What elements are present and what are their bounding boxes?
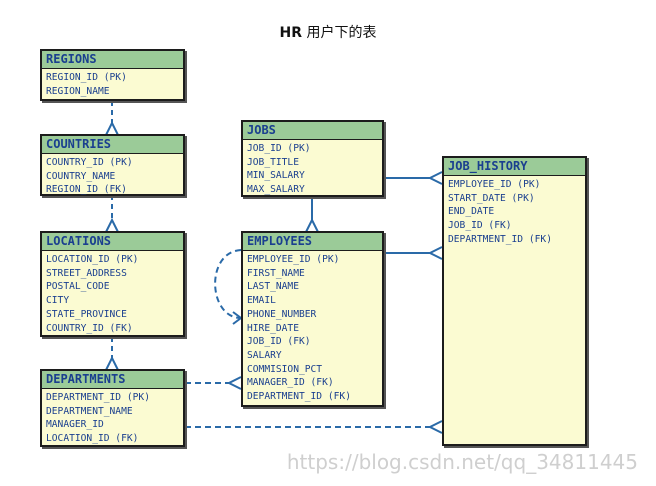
crowfoot-employees-job (305, 217, 319, 233)
table-header: JOBS (243, 122, 382, 140)
column: LOCATION_ID (PK) (46, 254, 139, 265)
table-regions: REGIONS REGION_ID (PK) REGION_NAME (40, 49, 185, 101)
column: HIRE_DATE (247, 322, 299, 334)
table-jobs: JOBS JOB_ID (PK) JOB_TITLE MIN_SALARY MA… (241, 120, 384, 197)
column: DEPARTMENT_ID (PK) (46, 392, 150, 403)
column: MANAGER_ID (FK) (247, 377, 334, 389)
column: STREET_ADDRESS (46, 267, 127, 279)
column: MIN_SALARY (247, 170, 305, 182)
column: EMPLOYEE_ID (PK) (448, 179, 541, 190)
column: COUNTRY_NAME (46, 170, 116, 182)
column: DEPARTMENT_NAME (46, 405, 133, 417)
table-header: DEPARTMENTS (42, 371, 183, 389)
table-job-history: JOB_HISTORY EMPLOYEE_ID (PK) START_DATE … (442, 156, 587, 446)
column-list: EMPLOYEE_ID (PK) FIRST_NAME LAST_NAME EM… (243, 251, 382, 404)
column: COMMISION_PCT (247, 363, 323, 375)
crowfoot-jobhistory-department (427, 420, 443, 434)
column: MANAGER_ID (46, 419, 104, 431)
diagram-title: HR 用户下的表 (0, 22, 656, 42)
table-header: EMPLOYEES (243, 233, 382, 251)
crowfoot-countries-region (105, 120, 119, 136)
column-list: LOCATION_ID (PK) STREET_ADDRESS POSTAL_C… (42, 251, 183, 335)
column: JOB_ID (FK) (448, 220, 512, 232)
column: JOB_ID (PK) (247, 143, 311, 154)
column: COUNTRY_ID (FK) (46, 322, 133, 334)
column: MAX_SALARY (247, 184, 305, 196)
column-list: DEPARTMENT_ID (PK) DEPARTMENT_NAME MANAG… (42, 389, 183, 446)
column: SALARY (247, 349, 282, 361)
crowfoot-locations-country (105, 217, 119, 233)
column: END_DATE (448, 206, 495, 218)
column: EMAIL (247, 295, 276, 307)
table-header: LOCATIONS (42, 233, 183, 251)
title-rest: 用户下的表 (302, 25, 377, 41)
table-locations: LOCATIONS LOCATION_ID (PK) STREET_ADDRES… (40, 231, 185, 337)
watermark-text: https://blog.csdn.net/qq_34811445 (286, 450, 638, 474)
column: POSTAL_CODE (46, 281, 110, 293)
table-header: REGIONS (42, 51, 183, 69)
crowfoot-jobhistory-employee (427, 246, 443, 260)
column: COUNTRY_ID (PK) (46, 157, 133, 168)
column-list: REGION_ID (PK) REGION_NAME (42, 69, 183, 98)
column-list: COUNTRY_ID (PK) COUNTRY_NAME REGION_ID (… (42, 154, 183, 197)
column: JOB_TITLE (247, 156, 299, 168)
table-departments: DEPARTMENTS DEPARTMENT_ID (PK) DEPARTMEN… (40, 369, 185, 447)
column: START_DATE (PK) (448, 192, 535, 204)
column: EMPLOYEE_ID (PK) (247, 254, 340, 265)
rel-employees-manager-self (214, 249, 242, 319)
column: REGION_NAME (46, 85, 110, 97)
column: PHONE_NUMBER (247, 308, 317, 320)
table-header: JOB_HISTORY (444, 158, 585, 176)
column: DEPARTMENT_ID (FK) (247, 391, 351, 403)
column: REGION_ID (FK) (46, 184, 127, 196)
crowfoot-employees-department (226, 376, 242, 390)
table-employees: EMPLOYEES EMPLOYEE_ID (PK) FIRST_NAME LA… (241, 231, 384, 407)
crowfoot-jobhistory-job (427, 171, 443, 185)
column: STATE_PROVINCE (46, 308, 127, 320)
column-list: JOB_ID (PK) JOB_TITLE MIN_SALARY MAX_SAL… (243, 140, 382, 197)
column: JOB_ID (FK) (247, 336, 311, 348)
table-countries: COUNTRIES COUNTRY_ID (PK) COUNTRY_NAME R… (40, 134, 185, 196)
column-list: EMPLOYEE_ID (PK) START_DATE (PK) END_DAT… (444, 176, 585, 247)
column: DEPARTMENT_ID (FK) (448, 233, 552, 245)
crowfoot-departments-location (105, 355, 119, 371)
column: CITY (46, 295, 70, 307)
column: LAST_NAME (247, 281, 299, 293)
title-prefix: HR (279, 25, 303, 41)
column: FIRST_NAME (247, 267, 305, 279)
column: LOCATION_ID (FK) (46, 433, 139, 445)
column: REGION_ID (PK) (46, 72, 127, 83)
table-header: COUNTRIES (42, 136, 183, 154)
